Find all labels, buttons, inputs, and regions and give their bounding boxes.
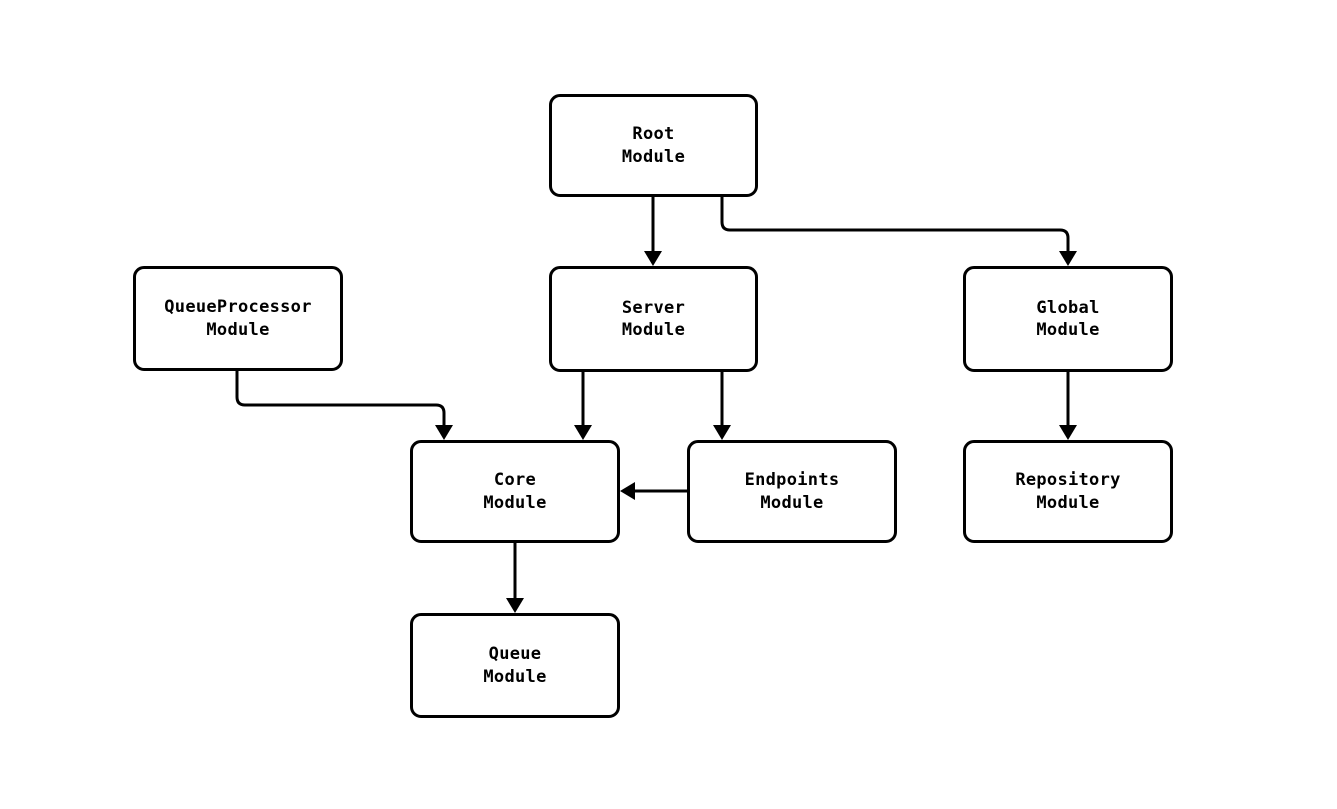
arrowhead-global-to-repository [1059,425,1077,440]
node-queueprocessor-module[interactable]: QueueProcessor Module [133,266,343,371]
arrowhead-endpoints-to-core [620,482,635,500]
node-label: QueueProcessor Module [164,297,312,340]
node-server-module[interactable]: Server Module [549,266,758,372]
node-repository-module[interactable]: Repository Module [963,440,1173,543]
node-label: Queue Module [483,644,547,687]
node-label: Repository Module [1015,470,1121,513]
edge-root-to-global [720,197,1070,258]
arrowhead-core-to-queue [506,598,524,613]
node-label: Endpoints Module [744,470,840,513]
arrowhead-root-to-global [1059,251,1077,266]
arrowhead-server-to-core [574,425,592,440]
arrowhead-queueprocessor-to-core [435,425,453,440]
arrowhead-root-to-server [644,251,662,266]
node-root-module[interactable]: Root Module [549,94,758,197]
node-label: Server Module [621,297,686,340]
node-global-module[interactable]: Global Module [963,266,1173,372]
node-label: Core Module [483,470,547,513]
node-core-module[interactable]: Core Module [410,440,620,543]
node-queue-module[interactable]: Queue Module [410,613,620,718]
edge-queueprocessor-to-core [235,371,446,432]
node-label: Global Module [1036,297,1100,340]
arrowhead-server-to-endpoints [713,425,731,440]
node-label: Root Module [621,124,686,167]
node-endpoints-module[interactable]: Endpoints Module [687,440,897,543]
